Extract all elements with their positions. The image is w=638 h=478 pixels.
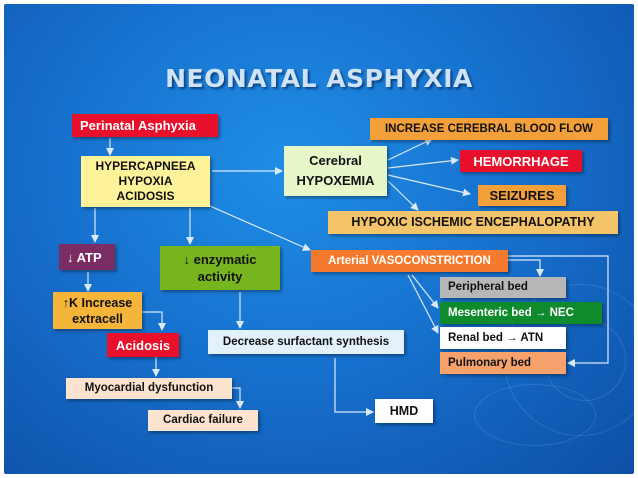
acidosis-label: Acidosis: [115, 337, 171, 353]
hypoxia-label: HYPOXIA: [118, 174, 173, 188]
cardiac-failure-box: Cardiac failure: [148, 410, 258, 431]
acidosis-upper-label: ACIDOSIS: [116, 189, 175, 203]
cardiac-failure-label: Cardiac failure: [163, 414, 243, 426]
k-increase-label-2: extracell: [72, 311, 123, 326]
vasoconstriction-box: Arterial VASOCONSTRICTION: [311, 250, 508, 272]
renal-bed-label: Renal bed → ATN: [448, 331, 544, 344]
myocardial-dysfunction-box: Myocardial dysfunction: [66, 378, 232, 399]
hypercapneea-label: HYPERCAPNEEA: [95, 159, 196, 173]
increase-cbf-label: INCREASE CEREBRAL BLOOD FLOW: [384, 122, 594, 135]
vasoconstriction-label-b: VASOCONSTRICTION: [371, 254, 491, 267]
hie-box: HYPOXIC ISCHEMIC ENCEPHALOPATHY: [328, 211, 618, 234]
hmd-box: HMD: [375, 399, 433, 423]
hie-label: HYPOXIC ISCHEMIC ENCEPHALOPATHY: [351, 215, 595, 229]
peripheral-bed-box: Peripheral bed: [440, 277, 566, 298]
hypercapneea-box: HYPERCAPNEEA HYPOXIA ACIDOSIS: [81, 156, 210, 207]
hemorrhage-box: HEMORRHAGE: [460, 150, 582, 172]
slide-title: NEONATAL ASPHYXIA: [165, 64, 473, 93]
hypoxemia-label: HYPOXEMIA: [296, 173, 375, 188]
perinatal-asphyxia-label: Perinatal Asphyxia: [80, 118, 196, 133]
mesenteric-bed-label: Mesenteric bed → NEC: [448, 306, 574, 319]
increase-cbf-box: INCREASE CEREBRAL BLOOD FLOW: [370, 118, 608, 140]
enzymatic-label-2: activity: [197, 269, 243, 284]
slide-background: NEONATAL ASPHYXIA: [4, 4, 634, 474]
perinatal-asphyxia-box: Perinatal Asphyxia: [72, 114, 218, 137]
pulmonary-bed-label: Pulmonary bed: [448, 356, 532, 369]
renal-bed-box: Renal bed → ATN: [440, 327, 566, 349]
acidosis-box: Acidosis: [107, 333, 179, 357]
peripheral-bed-label: Peripheral bed: [448, 281, 528, 293]
atp-box: ↓ ATP: [59, 244, 115, 270]
pulmonary-bed-box: Pulmonary bed: [440, 352, 566, 374]
atp-label: ↓ ATP: [67, 249, 102, 265]
enzymatic-label-1: ↓ enzymatic: [183, 252, 257, 267]
k-increase-box: ↑K Increase extracell: [53, 292, 142, 329]
mesenteric-bed-box: Mesenteric bed → NEC: [440, 302, 602, 324]
vasoconstriction-label-a: Arterial: [328, 254, 372, 267]
seizures-box: SEIZURES: [478, 185, 566, 206]
decrease-surfactant-box: Decrease surfactant synthesis: [208, 330, 404, 354]
decrease-surfactant-label: Decrease surfactant synthesis: [222, 335, 390, 348]
k-increase-label-1: ↑K Increase: [62, 295, 133, 310]
enzymatic-activity-box: ↓ enzymatic activity: [160, 246, 280, 290]
cerebral-hypoxemia-box: Cerebral HYPOXEMIA: [284, 146, 387, 196]
seizures-label: SEIZURES: [489, 188, 555, 203]
myocardial-label: Myocardial dysfunction: [84, 382, 214, 394]
cerebral-label: Cerebral: [309, 153, 362, 168]
hmd-label: HMD: [389, 403, 419, 418]
ripple-decoration: [474, 384, 596, 446]
hemorrhage-label: HEMORRHAGE: [473, 153, 569, 169]
